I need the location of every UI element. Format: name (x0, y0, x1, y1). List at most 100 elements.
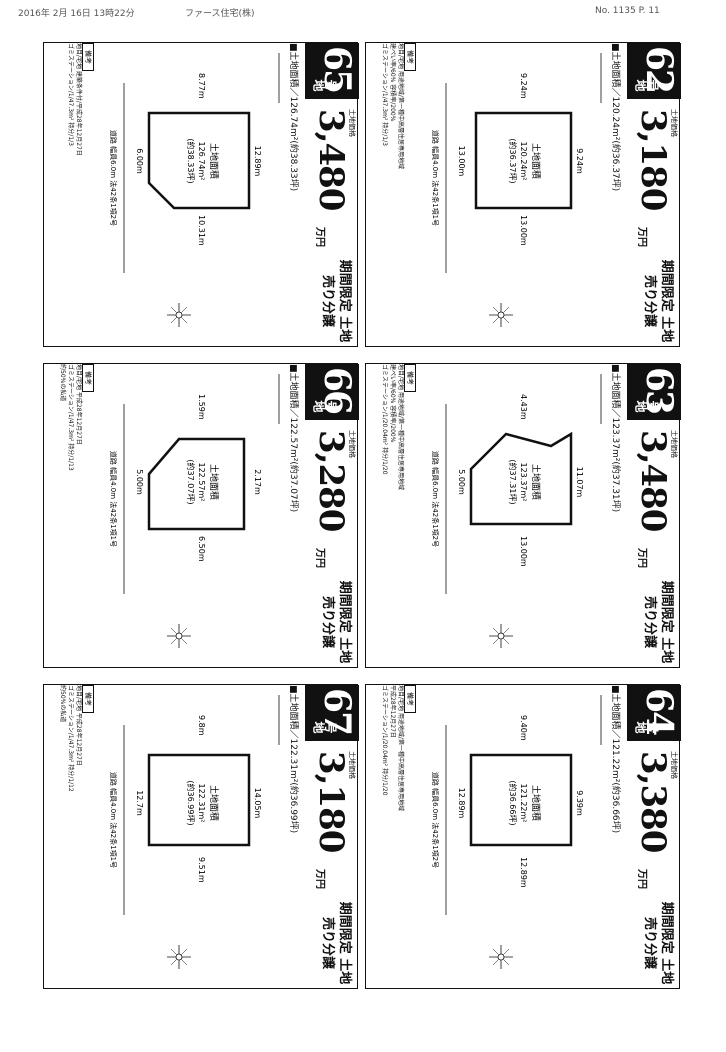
road-label: 道路 幅員6.0m 法42条1項2号 (109, 130, 118, 226)
area-line: ■土地面積／126.74m²(約38.33坪) (288, 43, 301, 191)
note-line: ゴミステーション/1/47.3m² 持分/1/3 (67, 43, 74, 146)
notes-label: 備考 (404, 364, 416, 392)
area-line: ■土地面積／122.31m²(約36.99坪) (288, 685, 301, 833)
area-text: ■土地面積／121.22m²(約36.66坪) (610, 685, 620, 834)
note-line: ゴミステーション/1/47.3m² 持分/1/3 (381, 43, 388, 146)
compass-north-icon (167, 945, 191, 969)
site-plan: 土地面積 126.74m² (約38.33坪) 12.89m 10.31m 6.… (109, 53, 280, 327)
dim-bottom: 5.00m (457, 469, 466, 495)
limited-offer-tag: 期間限定 土地売り分譲 (642, 901, 674, 985)
limited-offer-tag: 期間限定 土地売り分譲 (642, 259, 674, 343)
parcel-area-label: 土地面積 (208, 143, 220, 179)
notes-label: 備考 (82, 43, 94, 71)
notes-label: 備考 (404, 685, 416, 713)
compass-north-icon (489, 624, 513, 648)
dim-right: 10.31m (197, 215, 206, 246)
parcel-tsubo-value: (約36.99坪) (186, 780, 196, 825)
road-label: 道路 幅員6.0m 法42条1項2号 (431, 772, 440, 868)
listing-card-67: 67 号地 土地価格 3,180 万円 期間限定 土地売り分譲 ■土地面積／12… (43, 684, 359, 990)
area-line: ■土地面積／121.22m²(約36.66坪) (610, 685, 623, 833)
notes-block: 備考 地目/宅地 用途地域/第一種中高層住居専用地域建ぺい率/60% 容積率/2… (380, 364, 423, 514)
parcel-area-value: 123.37m² (519, 463, 528, 502)
parcel-area-label: 土地面積 (530, 143, 542, 179)
lot-number-box: 66 号地 (305, 364, 359, 420)
dim-bottom: 6.00m (135, 148, 144, 174)
notes-block: 備考 地目/宅地 建築条件付/平成28年12月27日ゴミステーション/1/47.… (66, 43, 101, 193)
dim-top: 9.24m (575, 148, 584, 174)
price-value: 3,380 (633, 751, 673, 853)
parcel-outline (474, 111, 573, 210)
limited-offer-tag: 期間限定 土地売り分譲 (320, 259, 352, 343)
note-line: 地目/宅地 平成28年12月27日 (75, 364, 82, 445)
area-text: ■土地面積／122.31m²(約36.99坪) (288, 685, 298, 834)
note-line: 約50%の私道 (59, 685, 66, 723)
dim-left: 4.43m (519, 394, 528, 420)
dim-bottom: 5.00m (135, 469, 144, 495)
header-timestamp: 2016年 2月 16日 13時22分 (18, 9, 135, 19)
lot-number-box: 63 号地 (627, 364, 681, 420)
site-plan: 土地面積 123.37m² (約37.31坪) 11.07m 13.00m 5.… (431, 374, 602, 648)
lot-suffix: 号地 (635, 720, 659, 734)
dim-left: 9.40m (519, 715, 528, 741)
lot-number-box: 67 号地 (305, 685, 359, 741)
note-line: ゴミステーション/1/47.3m² 持分/1/12 (67, 685, 74, 792)
area-line: ■土地面積／123.37m²(約37.31坪) (610, 364, 623, 512)
lot-suffix: 号地 (635, 399, 659, 413)
parcel-area-value: 122.31m² (197, 784, 206, 823)
price-value: 3,280 (311, 430, 351, 532)
price-value: 3,180 (311, 751, 351, 853)
limited-offer-tag: 期間限定 土地売り分譲 (320, 580, 352, 664)
note-line: 地目/宅地 用途地域/第一種中高層住居専用地域 (397, 364, 404, 490)
lot-suffix: 号地 (313, 720, 337, 734)
parcel-outline (469, 753, 573, 847)
note-line: 約50%の私道 (59, 364, 66, 402)
area-text: ■土地面積／122.57m²(約37.07坪) (288, 364, 298, 513)
area-text: ■土地面積／120.24m²(約36.37坪) (610, 43, 620, 192)
price-unit: 万円 (314, 548, 325, 568)
parcel-tsubo-value: (約38.33坪) (186, 138, 196, 183)
card-title-bar: 65 号地 土地価格 3,480 万円 期間限定 土地売り分譲 (305, 43, 359, 348)
site-plan: 土地面積 120.24m² (約36.37坪) 9.24m 13.00m 13.… (431, 53, 602, 327)
limited-offer-tag: 期間限定 土地売り分譲 (320, 901, 352, 985)
price-unit: 万円 (314, 869, 325, 889)
parcel-outline (469, 431, 573, 526)
parcel-outline (147, 437, 246, 531)
note-line: 建ぺい率/60% 容積率/200% (389, 364, 396, 443)
card-title-bar: 63 号地 土地価格 3,480 万円 期間限定 土地売り分譲 (627, 364, 681, 669)
listing-card-66: 66 号地 土地価格 3,280 万円 期間限定 土地売り分譲 ■土地面積／12… (43, 363, 359, 668)
dim-right: 9.51m (197, 857, 206, 883)
area-text: ■土地面積／123.37m²(約37.31坪) (610, 364, 620, 513)
lot-suffix: 号地 (635, 78, 659, 92)
compass-north-icon (489, 945, 513, 969)
note-line: ゴミステーション/1/47.3m² 持分/1/13 (67, 364, 74, 471)
header-company: ファース住宅(株) (185, 9, 255, 19)
dim-left: 1.59m (197, 394, 206, 420)
listing-card-63: 63 号地 土地価格 3,480 万円 期間限定 土地売り分譲 ■土地面積／12… (365, 363, 681, 669)
price-unit: 万円 (314, 227, 325, 247)
parcel-area-label: 土地面積 (530, 464, 542, 500)
road-label: 道路 幅員4.0m 法42条1項1号 (109, 772, 118, 868)
lot-number-box: 64 号地 (627, 685, 681, 741)
dim-top: 2.17m (253, 469, 262, 495)
parcel-area-value: 120.24m² (519, 142, 528, 181)
note-line: 地目/宅地 用途地域/第一種中高層住居専用地域 (397, 685, 404, 811)
site-plan: 土地面積 121.22m² (約36.66坪) 9.39m 12.89m 12.… (431, 695, 602, 969)
price-value: 3,480 (633, 430, 673, 532)
road-label: 道路 幅員4.0m 法42条1項1号 (109, 451, 118, 547)
dim-bottom: 12.89m (457, 788, 466, 819)
dim-left: 8.77m (197, 73, 206, 99)
note-line: 平成28年12月27日 (389, 685, 396, 738)
parcel-tsubo-value: (約37.31坪) (508, 459, 518, 504)
note-line: ゴミステーション/1/20.04m² 持分/1/20 (381, 364, 388, 475)
price-unit: 万円 (636, 548, 647, 568)
dim-left: 9.8m (197, 715, 206, 736)
dim-right: 13.00m (519, 536, 528, 567)
price-value: 3,480 (311, 109, 351, 211)
parcel-area-value: 122.57m² (197, 463, 206, 502)
card-title-bar: 67 号地 土地価格 3,180 万円 期間限定 土地売り分譲 (305, 685, 359, 990)
listing-card-64: 64 号地 土地価格 3,380 万円 期間限定 土地売り分譲 ■土地面積／12… (365, 684, 681, 990)
card-title-bar: 64 号地 土地価格 3,380 万円 期間限定 土地売り分譲 (627, 685, 681, 990)
price-value: 3,180 (633, 109, 673, 211)
site-plan: 土地面積 122.31m² (約36.99坪) 14.05m 9.51m 12.… (109, 695, 280, 969)
note-line: 地目/宅地 用途地域/第一種中高層住居専用地域 (397, 43, 404, 169)
